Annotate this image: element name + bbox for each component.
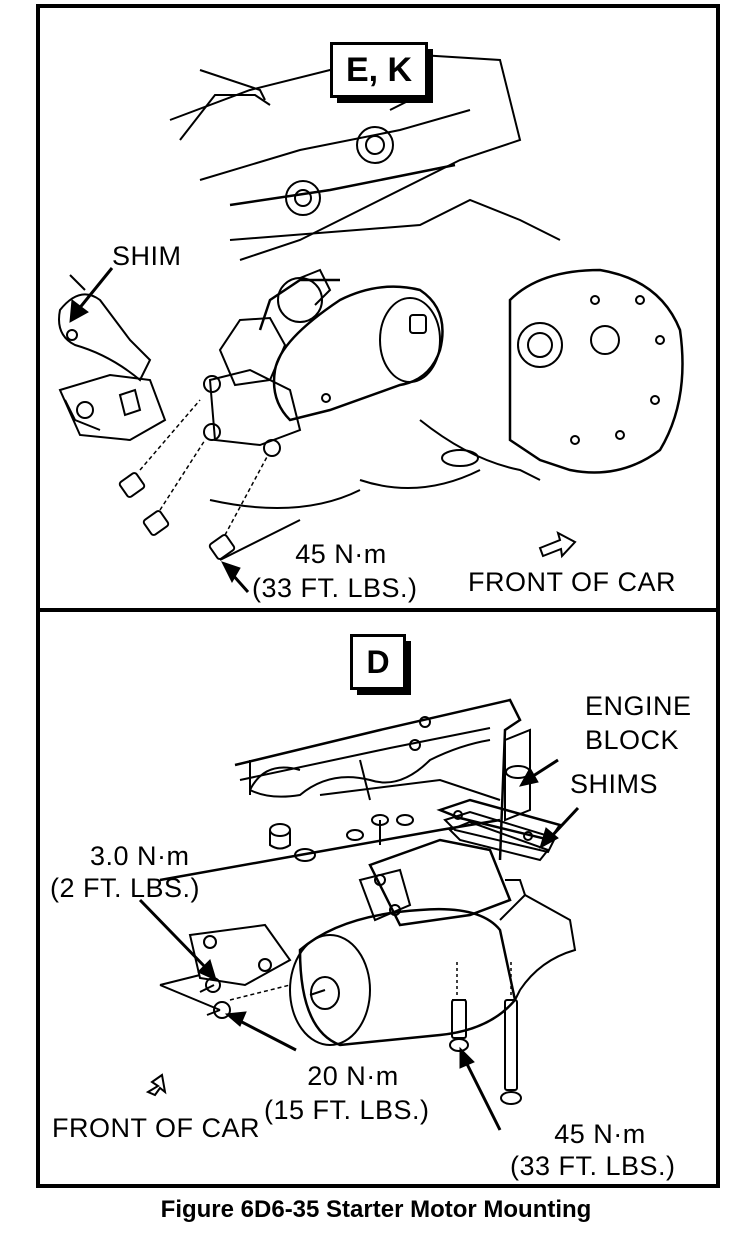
engine-block-label-2: BLOCK xyxy=(585,725,680,755)
torque-large-nm: 45 N·m xyxy=(554,1119,646,1149)
badge-d: D xyxy=(350,634,411,695)
outer-border xyxy=(36,4,720,1188)
top-arrows xyxy=(69,267,250,593)
torque-large-ftlbs: (33 FT. LBS.) xyxy=(510,1151,676,1181)
front-arrow-icon-top xyxy=(538,531,577,559)
shim-label: SHIM xyxy=(112,241,182,271)
torque-small-ftlbs: (2 FT. LBS.) xyxy=(50,873,201,903)
torque-top-ftlbs: (33 FT. LBS.) xyxy=(252,573,418,603)
shims-label: SHIMS xyxy=(570,769,659,799)
front-of-car-top: FRONT OF CAR xyxy=(468,567,676,597)
engine-block-label-1: ENGINE xyxy=(585,691,692,721)
badge-ek: E, K xyxy=(330,42,433,103)
badge-d-text: D xyxy=(366,644,390,680)
bottom-illustration xyxy=(159,698,577,1105)
front-arrow-icon-bottom xyxy=(145,1073,167,1097)
badge-ek-text: E, K xyxy=(345,51,413,89)
torque-top-nm: 45 N·m xyxy=(295,539,387,569)
front-of-car-bottom: FRONT OF CAR xyxy=(52,1113,260,1143)
top-illustration xyxy=(58,53,684,561)
torque-mid-ftlbs: (15 FT. LBS.) xyxy=(264,1095,430,1125)
torque-small-nm: 3.0 N·m xyxy=(90,841,190,871)
figure-caption: Figure 6D6-35 Starter Motor Mounting xyxy=(160,1196,592,1223)
torque-mid-nm: 20 N·m xyxy=(307,1061,399,1091)
bottom-arrows xyxy=(138,758,580,1131)
